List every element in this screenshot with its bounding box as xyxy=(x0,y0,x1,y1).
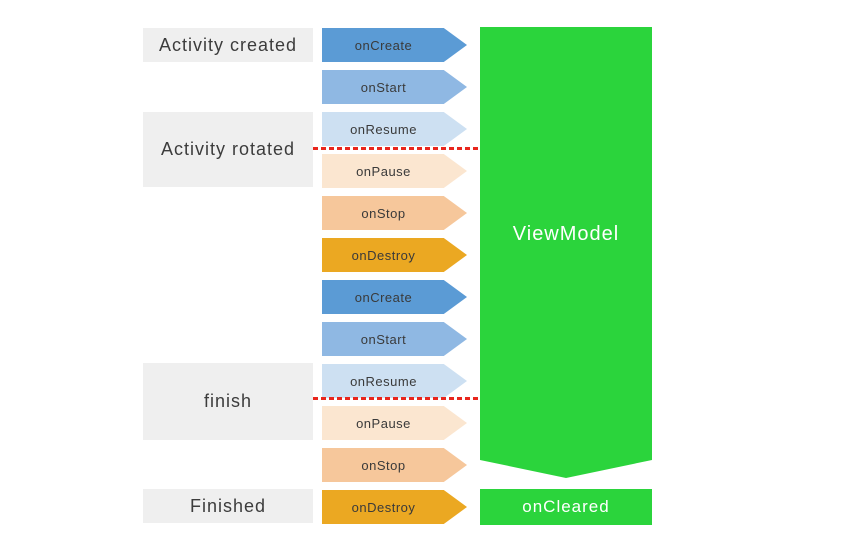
lifecycle-arrow-onresume-2: onResume xyxy=(322,364,467,398)
lifecycle-arrow-label: onDestroy xyxy=(351,247,416,263)
stage-label-finished: Finished xyxy=(143,489,313,523)
lifecycle-arrow-label: onResume xyxy=(350,373,417,389)
lifecycle-arrow-onstop-2: onStop xyxy=(322,448,467,482)
lifecycle-arrow-label: onDestroy xyxy=(351,499,416,515)
lifecycle-arrow-label: onStart xyxy=(360,331,407,347)
lifecycle-arrow-label: onCreate xyxy=(354,289,413,305)
lifecycle-arrow-label: onPause xyxy=(356,415,411,431)
lifecycle-arrow-label: onCreate xyxy=(354,37,413,53)
lifecycle-arrow-onresume-1: onResume xyxy=(322,112,467,146)
lifecycle-arrow-ondestroy-1: onDestroy xyxy=(322,238,467,272)
stage-label-text: finish xyxy=(203,391,253,411)
lifecycle-arrow-onstart-2: onStart xyxy=(322,322,467,356)
stage-label-text: Activity rotated xyxy=(160,139,296,159)
stage-label-activity-created: Activity created xyxy=(143,28,313,62)
lifecycle-arrow-onstop-1: onStop xyxy=(322,196,467,230)
lifecycle-arrow-label: onStop xyxy=(361,205,406,221)
stage-label-finish: finish xyxy=(143,363,313,440)
lifecycle-arrow-ondestroy-2: onDestroy xyxy=(322,490,467,524)
stage-label-text: Activity created xyxy=(158,34,298,55)
stage-label-text: Finished xyxy=(189,495,267,516)
lifecycle-arrow-onpause-2: onPause xyxy=(322,406,467,440)
oncleared-label: onCleared xyxy=(522,497,610,516)
lifecycle-arrow-onpause-1: onPause xyxy=(322,154,467,188)
lifecycle-arrow-oncreate-1: onCreate xyxy=(322,28,467,62)
lifecycle-arrow-label: onStop xyxy=(361,457,406,473)
oncleared-box: onCleared xyxy=(480,489,652,525)
lifecycle-arrow-label: onResume xyxy=(350,121,417,137)
lifecycle-arrow-label: onPause xyxy=(356,163,411,179)
finish-divider-line xyxy=(313,397,480,400)
viewmodel-label: ViewModel xyxy=(512,223,620,245)
stage-label-activity-rotated: Activity rotated xyxy=(143,112,313,187)
lifecycle-arrow-onstart-1: onStart xyxy=(322,70,467,104)
viewmodel-scope-banner: ViewModel xyxy=(480,27,652,478)
rotation-divider-line xyxy=(313,147,480,150)
lifecycle-arrow-oncreate-2: onCreate xyxy=(322,280,467,314)
lifecycle-arrow-label: onStart xyxy=(360,79,407,95)
